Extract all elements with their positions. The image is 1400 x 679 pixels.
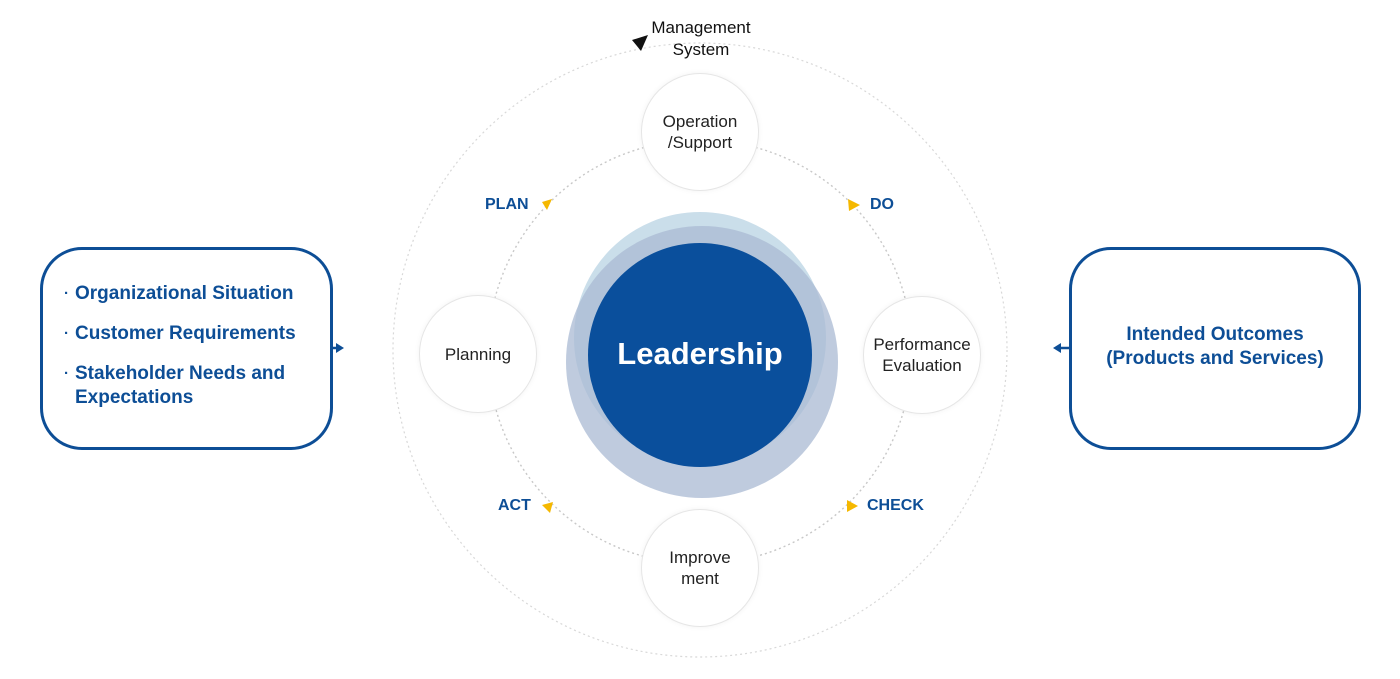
node-label-line2: Evaluation bbox=[882, 356, 962, 375]
act-arrow-icon bbox=[542, 502, 553, 513]
input-item-label-line1: Stakeholder Needs and bbox=[75, 363, 286, 384]
node-improvement: Improve ment bbox=[641, 509, 759, 627]
phase-plan: PLAN bbox=[485, 196, 529, 213]
phase-act: ACT bbox=[498, 497, 531, 514]
management-ring bbox=[392, 42, 1008, 658]
bullet: · bbox=[64, 365, 69, 382]
leadership-label: Leadership bbox=[617, 336, 783, 371]
bullet: · bbox=[64, 285, 69, 302]
leadership-core bbox=[588, 243, 812, 467]
outcome-line2: (Products and Services) bbox=[1106, 348, 1324, 369]
phase-check: CHECK bbox=[867, 497, 924, 514]
management-system-label: Management System bbox=[638, 17, 764, 61]
node-label-line2: /Support bbox=[667, 133, 733, 152]
phase-do: DO bbox=[870, 196, 894, 213]
check-arrow-icon bbox=[847, 500, 858, 512]
bullet: · bbox=[64, 325, 69, 342]
plan-arrow-icon bbox=[542, 199, 552, 210]
node-label-line1: Operation bbox=[662, 112, 738, 131]
intended-outcomes: Intended Outcomes (Products and Services… bbox=[1072, 323, 1358, 371]
outcome-line1: Intended Outcomes bbox=[1126, 324, 1304, 345]
input-item-label-line2: Expectations bbox=[75, 387, 194, 408]
management-label-line2: System bbox=[672, 40, 730, 59]
do-arrow-icon bbox=[848, 199, 860, 211]
node-label-line1: Improve bbox=[669, 548, 731, 567]
node-label-line1: Performance bbox=[873, 335, 971, 354]
node-operation-support: Operation/Support bbox=[641, 73, 759, 191]
node-label-line1: Planning bbox=[444, 344, 512, 364]
inputs-list: · Organizational Situation · Customer Requ… bbox=[64, 282, 296, 410]
input-item-organizational-situation: · Organizational Situation bbox=[64, 282, 296, 306]
outcomes-box bbox=[1069, 247, 1361, 450]
management-arrow-icon bbox=[632, 35, 648, 51]
node-planning: Planning bbox=[419, 295, 537, 413]
input-item-label: Organizational Situation bbox=[75, 283, 294, 304]
inputs-box bbox=[40, 247, 333, 450]
management-label-line1: Management bbox=[651, 18, 751, 37]
input-item-label: Customer Requirements bbox=[75, 323, 296, 344]
node-label-line2: ment bbox=[681, 569, 719, 588]
input-item-customer-requirements: · Customer Requirements bbox=[64, 322, 296, 346]
